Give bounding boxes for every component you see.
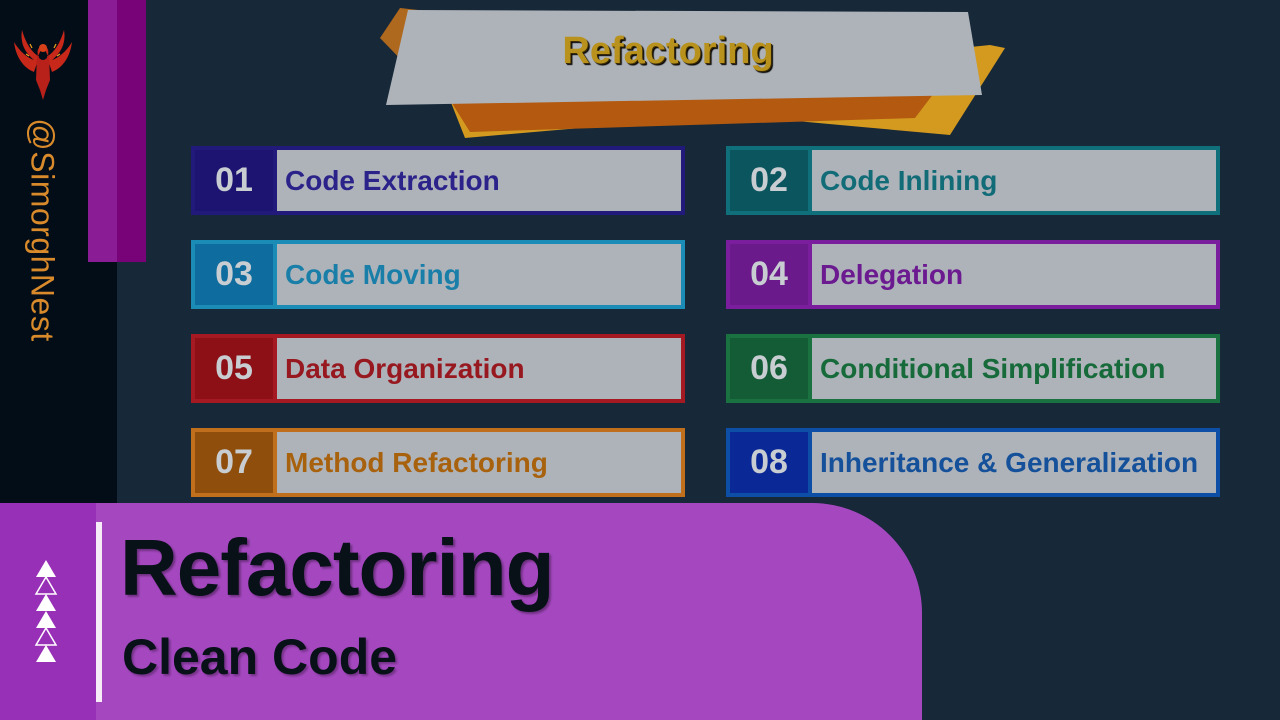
topic-label: Delegation xyxy=(812,244,1216,305)
topic-number: 06 xyxy=(730,338,808,399)
topic-card-04[interactable]: 04 Delegation xyxy=(726,240,1220,309)
topic-number: 08 xyxy=(730,432,808,493)
topic-number: 07 xyxy=(195,432,273,493)
topic-card-08[interactable]: 08 Inheritance & Generalization xyxy=(726,428,1220,497)
topic-number: 05 xyxy=(195,338,273,399)
topic-number: 03 xyxy=(195,244,273,305)
footer-panel xyxy=(0,503,922,720)
accent-bar xyxy=(88,0,117,262)
main-title: Refactoring xyxy=(120,523,554,612)
topic-label: Inheritance & Generalization xyxy=(812,432,1216,493)
subtitle: Clean Code xyxy=(122,629,398,685)
channel-handle: @SimorghNest xyxy=(24,118,61,342)
triangle-arrows-icon xyxy=(34,560,58,662)
topic-number: 04 xyxy=(730,244,808,305)
phoenix-logo-icon xyxy=(14,30,72,100)
accent-bar-dark xyxy=(117,0,146,262)
topic-label: Code Moving xyxy=(277,244,681,305)
footer-divider xyxy=(96,522,102,702)
topic-number: 01 xyxy=(195,150,273,211)
topic-card-06[interactable]: 06 Conditional Simplification xyxy=(726,334,1220,403)
topic-number: 02 xyxy=(730,150,808,211)
topic-label: Code Extraction xyxy=(277,150,681,211)
title-banner xyxy=(380,8,1005,138)
topic-card-05[interactable]: 05 Data Organization xyxy=(191,334,685,403)
topic-card-02[interactable]: 02 Code Inlining xyxy=(726,146,1220,215)
topic-card-03[interactable]: 03 Code Moving xyxy=(191,240,685,309)
topic-label: Conditional Simplification xyxy=(812,338,1216,399)
topic-label: Method Refactoring xyxy=(277,432,681,493)
topic-card-07[interactable]: 07 Method Refactoring xyxy=(191,428,685,497)
topic-label: Data Organization xyxy=(277,338,681,399)
topic-card-01[interactable]: 01 Code Extraction xyxy=(191,146,685,215)
banner-title: Refactoring xyxy=(562,30,774,72)
topic-label: Code Inlining xyxy=(812,150,1216,211)
footer-left-strip xyxy=(0,503,96,720)
